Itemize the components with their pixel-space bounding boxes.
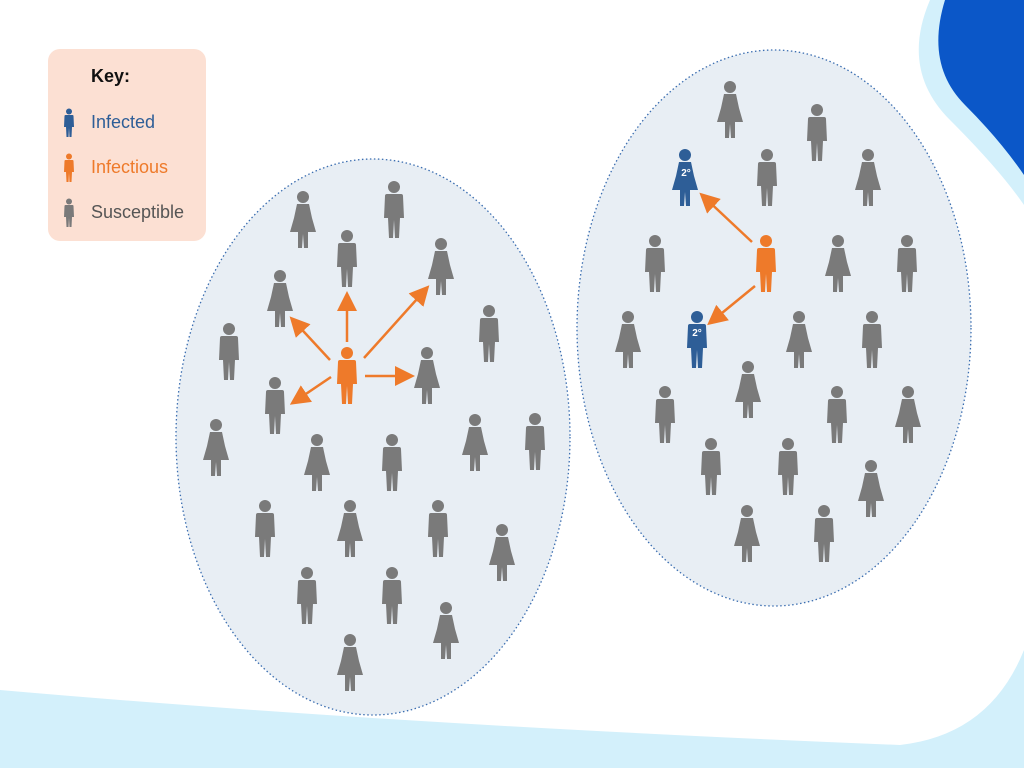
- transmission-arrows-right: [699, 192, 756, 326]
- person-infected-icon: [64, 108, 74, 137]
- transmission-arrows-left: [289, 285, 430, 405]
- person-infectious-icon: [64, 153, 74, 182]
- arrow: [707, 285, 756, 326]
- key-label-infected: Infected: [91, 112, 156, 132]
- arrow: [289, 316, 331, 361]
- key-label-susceptible: Susceptible: [91, 202, 185, 222]
- arrow: [699, 192, 753, 243]
- arrow: [363, 285, 430, 359]
- key-legend: Key: Infected Infectious Susceptible: [48, 49, 206, 241]
- key-title: Key:: [91, 66, 131, 86]
- key-label-infectious: Infectious: [91, 157, 169, 177]
- secondary-case-label: 2°: [681, 168, 691, 179]
- key-item-infectious: Infectious: [48, 152, 206, 182]
- corner-decoration-dark: [938, 0, 1024, 175]
- secondary-case-label: 2°: [692, 328, 702, 339]
- person-susceptible-icon: [64, 198, 74, 227]
- key-item-infected: Infected: [48, 107, 206, 137]
- corner-decoration-light: [0, 650, 1024, 768]
- key-item-susceptible: Susceptible: [48, 197, 206, 227]
- cluster-left: [175, 158, 571, 716]
- arrow: [289, 375, 332, 405]
- cluster-right: [576, 49, 972, 607]
